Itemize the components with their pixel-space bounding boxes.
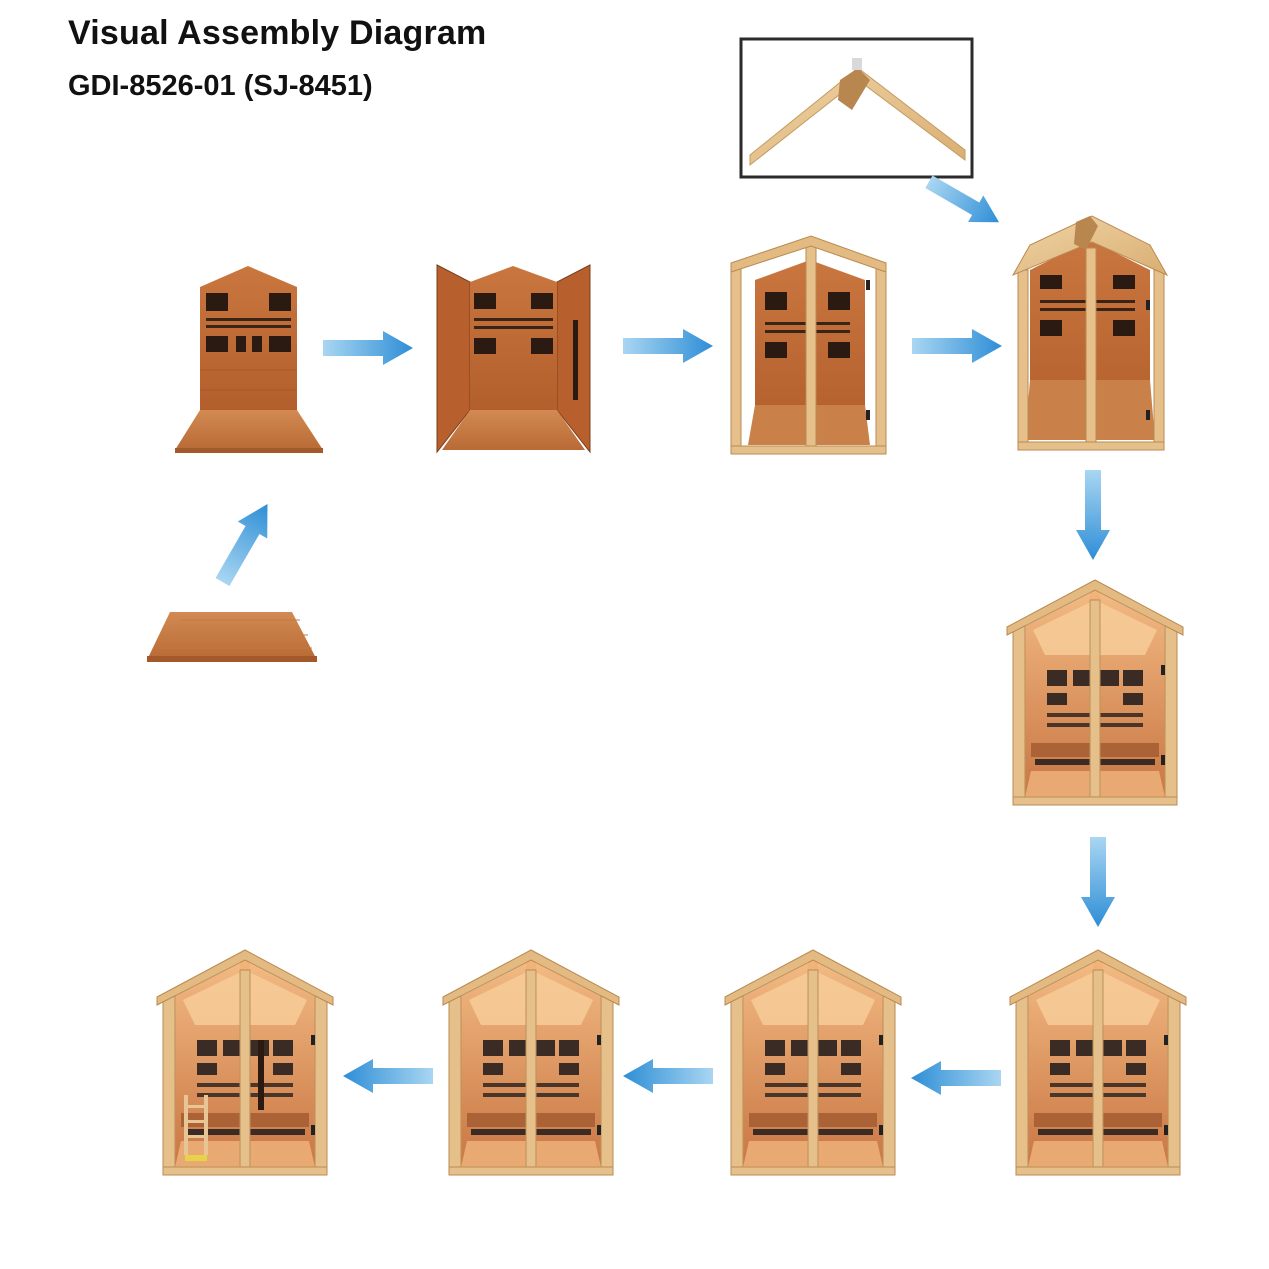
roof-detail-box	[739, 37, 974, 179]
arrow-interior-to-bench	[1081, 837, 1115, 927]
arrow-bench-to-doors	[911, 1061, 1001, 1095]
arrow-frame-to-roof	[912, 329, 1002, 363]
step-door-handles	[442, 949, 620, 1176]
step-bench-installed	[1009, 949, 1187, 1176]
arrow-floor-to-backwall	[207, 495, 283, 591]
step-glass-doors	[724, 949, 902, 1176]
model-number: GDI-8526-01 (SJ-8451)	[68, 70, 373, 102]
step-roof-installed	[1011, 215, 1169, 451]
arrow-backwall-to-sidewalls	[323, 331, 413, 365]
step-final-assembled	[156, 949, 334, 1176]
step-back-wall	[175, 266, 323, 453]
step-side-walls	[436, 264, 591, 454]
arrow-roof-to-interior	[1076, 470, 1110, 560]
step-front-frame	[730, 235, 887, 455]
diagram-title: Visual Assembly Diagram	[68, 14, 487, 52]
step-interior-lit	[1006, 579, 1184, 806]
arrow-handles-to-final	[343, 1059, 433, 1093]
arrow-roofdetail-to-sauna	[921, 168, 1007, 236]
arrow-doors-to-handles	[623, 1059, 713, 1093]
arrow-sidewalls-to-frame	[623, 329, 713, 363]
step-floor-base	[147, 612, 317, 662]
